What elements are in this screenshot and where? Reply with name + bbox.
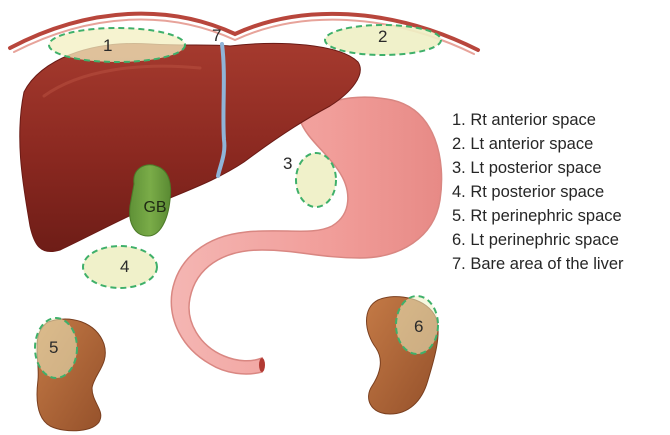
legend: 1. Rt anterior space 2. Lt anterior spac… — [452, 108, 624, 276]
space-2-label: 2 — [378, 27, 387, 46]
legend-item: 7. Bare area of the liver — [452, 252, 624, 276]
space-1-outline — [49, 28, 185, 62]
liver — [20, 43, 361, 251]
space-3-label: 3 — [283, 154, 292, 173]
space-1-label: 1 — [103, 36, 112, 55]
legend-item: 6. Lt perinephric space — [452, 228, 624, 252]
space-4-label: 4 — [120, 257, 129, 276]
legend-item: 4. Rt posterior space — [452, 180, 624, 204]
gallbladder-label: GB — [143, 199, 166, 216]
legend-item: 5. Rt perinephric space — [452, 204, 624, 228]
space-3-outline — [296, 153, 336, 207]
legend-item: 1. Rt anterior space — [452, 108, 624, 132]
legend-item: 3. Lt posterior space — [452, 156, 624, 180]
bare-area-label: 7 — [212, 26, 221, 45]
space-6-label: 6 — [414, 317, 423, 336]
legend-item: 2. Lt anterior space — [452, 132, 624, 156]
pylorus-opening — [259, 358, 265, 372]
space-5-label: 5 — [49, 338, 58, 357]
